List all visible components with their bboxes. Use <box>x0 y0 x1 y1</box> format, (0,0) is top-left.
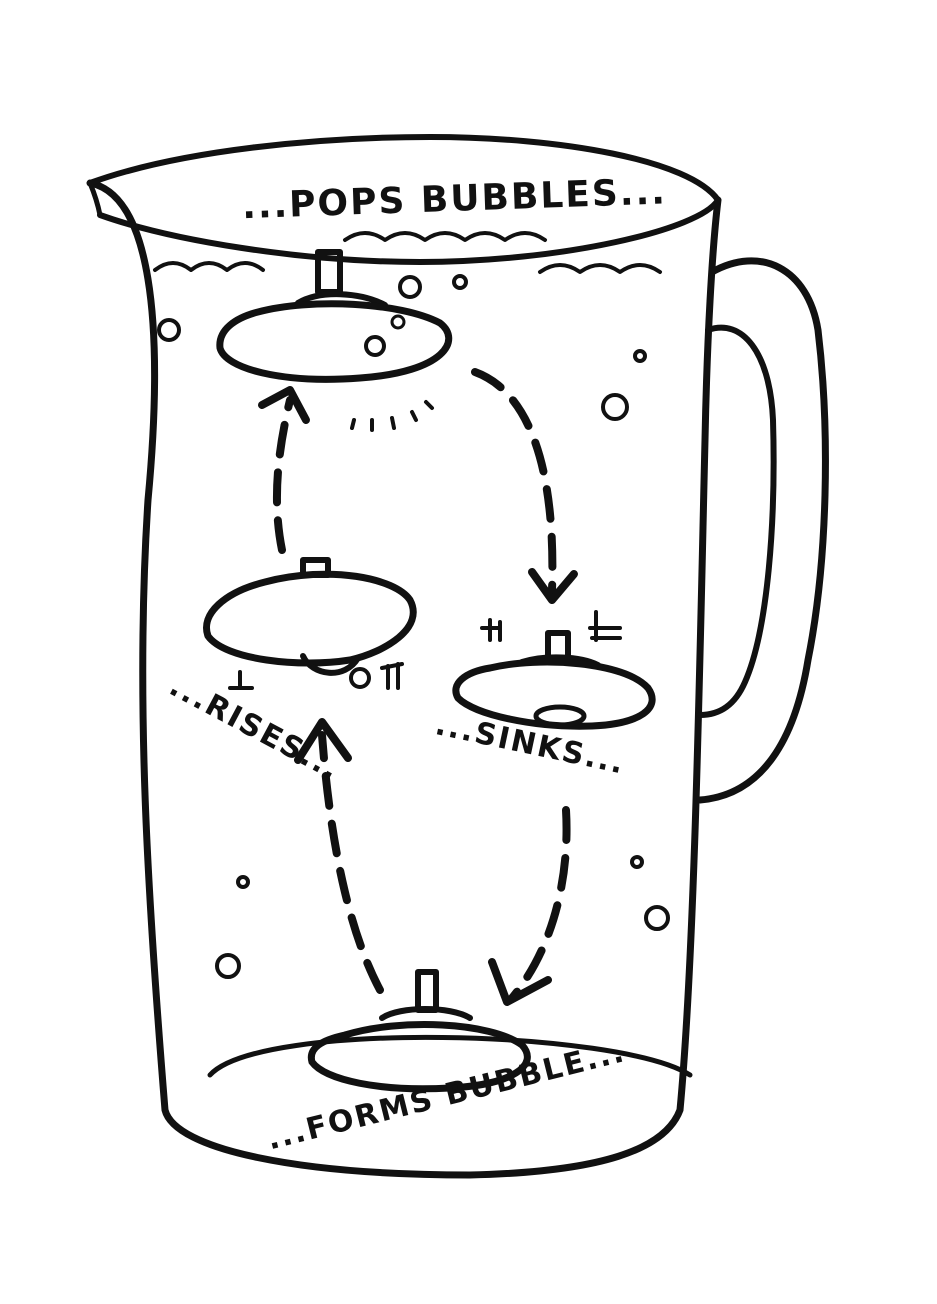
pitcher-body <box>86 179 722 1179</box>
pitcher-base-curve <box>207 1034 693 1078</box>
pitcher-handle-inner <box>697 324 777 718</box>
pitcher-handle-outer <box>696 257 829 804</box>
diver-rising <box>203 557 417 690</box>
arrow-sink-lower-head <box>488 958 552 1006</box>
bubble <box>601 393 629 421</box>
arrow-rise-upper-head <box>258 386 310 424</box>
bubble <box>452 274 468 290</box>
arrow-down-right-head <box>528 568 578 604</box>
arrow-rise-upper <box>272 396 294 554</box>
bubble <box>236 875 250 889</box>
pitcher-rim <box>87 134 721 265</box>
diver-sinking <box>452 610 656 730</box>
diver-bottom <box>307 969 531 1093</box>
arrow-rise-lower <box>318 731 384 994</box>
label-sinks: ...SINKS... <box>432 707 628 781</box>
bubble <box>215 953 241 979</box>
bubble <box>157 318 181 342</box>
arrow-sink-lower <box>508 806 571 1002</box>
bubble <box>630 855 644 869</box>
label-pops-bubbles: ...POPS BUBBLES... <box>241 171 667 227</box>
water-surface <box>153 231 662 274</box>
label-forms-bubble: ...FORMS BUBBLE... <box>264 1034 629 1157</box>
bubble <box>633 349 647 363</box>
bubble <box>644 905 670 931</box>
arrow-rise-lower-head <box>294 718 352 764</box>
pitcher-spout <box>87 180 103 218</box>
water-bubbles <box>157 274 670 979</box>
cycle-arrows <box>258 368 578 1006</box>
bubble <box>398 275 422 299</box>
pitcher <box>86 134 829 1179</box>
diver-top <box>216 249 453 432</box>
arrow-down-right <box>471 368 557 594</box>
